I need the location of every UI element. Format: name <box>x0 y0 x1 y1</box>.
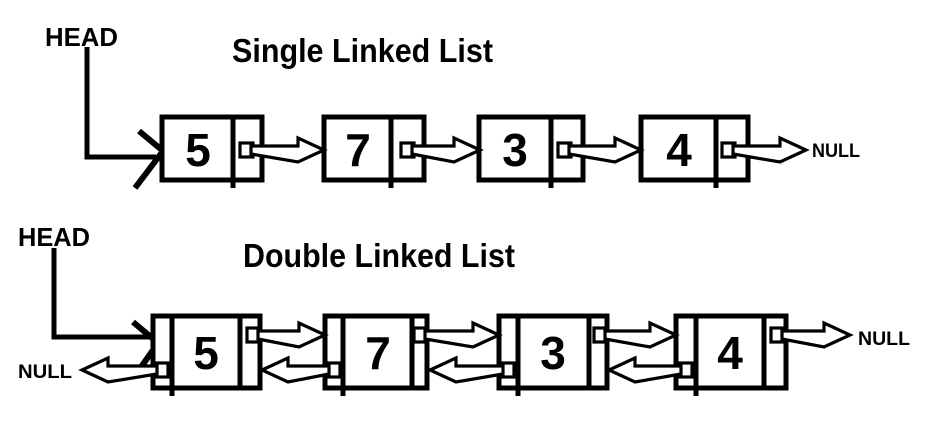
next-arrow-icon <box>410 135 484 164</box>
dll-node-1: 5 <box>150 313 263 396</box>
dll-prev-arrow-2 <box>426 355 516 384</box>
prev-arrow-icon <box>426 355 505 384</box>
next-arrow-icon <box>567 135 645 164</box>
sll-null-arrow <box>720 135 810 164</box>
next-arrow-icon <box>731 135 810 164</box>
next-arrow-icon <box>780 320 854 349</box>
node-value: 4 <box>717 327 743 379</box>
dll-null-right-label: NULL <box>858 329 910 350</box>
sll-next-arrow-2 <box>399 135 484 164</box>
node-value: 4 <box>666 124 692 176</box>
single-linked-list-section: HEAD Single Linked List 5 7 3 <box>45 22 860 190</box>
next-arrow-icon <box>256 320 329 349</box>
dll-prev-arrow-1 <box>258 355 342 384</box>
dll-next-null-arrow <box>769 320 854 349</box>
dll-node-3: 3 <box>496 313 610 396</box>
prev-arrow-icon <box>258 355 331 384</box>
dll-title: Double Linked List <box>243 237 515 274</box>
sll-node-4: 4 <box>638 114 751 188</box>
sll-next-arrow-1 <box>238 135 328 164</box>
dll-head-label: HEAD <box>18 222 90 252</box>
node-value: 3 <box>502 124 528 176</box>
dll-null-left-label: NULL <box>18 362 72 383</box>
sll-title: Single Linked List <box>232 32 493 69</box>
sll-next-arrow-3 <box>556 135 645 164</box>
next-arrow-icon <box>423 320 503 349</box>
node-value: 5 <box>185 124 211 176</box>
node-value: 7 <box>345 124 371 176</box>
node-value: 5 <box>193 327 219 379</box>
dll-next-arrow-3 <box>592 320 680 349</box>
dll-node-2: 7 <box>322 313 430 396</box>
dll-next-arrow-1 <box>245 320 329 349</box>
node-value: 3 <box>540 327 566 379</box>
node-value: 7 <box>365 327 391 379</box>
dll-node-4: 4 <box>673 313 789 396</box>
double-linked-list-section: HEAD Double Linked List 5 7 <box>18 222 910 396</box>
next-arrow-icon <box>249 135 328 164</box>
prev-arrow-icon <box>605 355 683 384</box>
next-arrow-icon <box>603 320 680 349</box>
sll-head-label: HEAD <box>45 22 118 52</box>
dll-prev-null-arrow <box>78 355 170 384</box>
dll-next-arrow-2 <box>412 320 503 349</box>
prev-arrow-icon <box>78 355 159 384</box>
sll-null-label: NULL <box>812 141 860 162</box>
dll-prev-arrow-3 <box>605 355 694 384</box>
dll-head-pointer-line <box>51 248 151 340</box>
sll-head-pointer-line <box>84 47 156 160</box>
